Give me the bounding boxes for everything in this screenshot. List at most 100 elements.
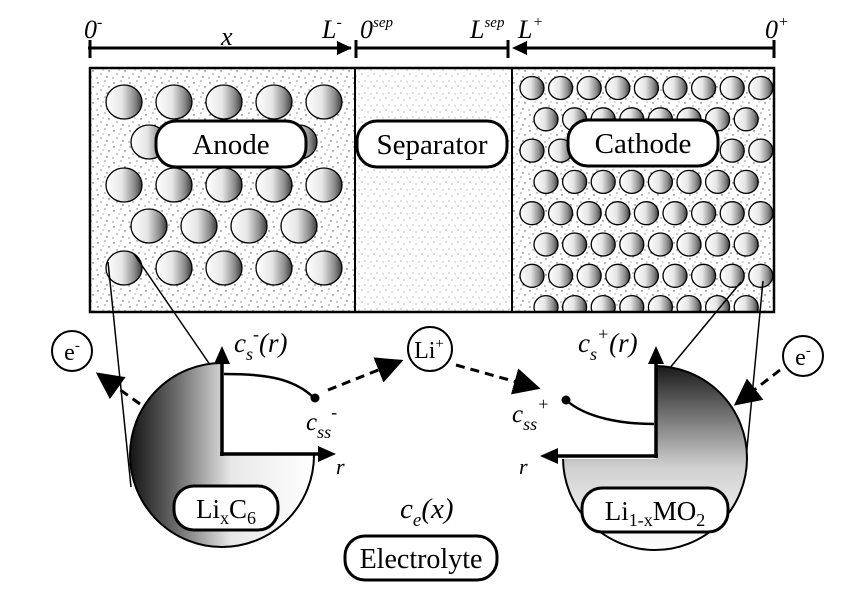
anode-conc-profile [223, 372, 315, 399]
cathode-particle [690, 75, 717, 101]
electron-left-circle [51, 330, 93, 372]
cathode-particle [633, 75, 660, 101]
label-zero-minus: 0- [84, 14, 102, 44]
anode-particle [105, 84, 143, 120]
anode-particle [205, 167, 243, 203]
electron-right: e- [782, 335, 824, 377]
cathode-particle [605, 75, 631, 101]
anode-zoom-line-right [133, 253, 216, 373]
anode-particle [255, 167, 293, 203]
electrolyte-conc-label: ce(x) [400, 493, 454, 531]
cathode-particle [619, 232, 645, 257]
lithium-ion-label: Li+ [414, 336, 444, 364]
cathode-label-text: Cathode [595, 128, 692, 160]
cathode-particle [576, 263, 602, 288]
cathode-particle [690, 201, 717, 226]
anode-particle [305, 250, 343, 286]
cathode-surface-conc-label: css+ [512, 394, 549, 434]
anode-material-label: LixC6 [196, 494, 256, 528]
cathode-particle [647, 294, 674, 312]
anode-conc-label: cs-(r) [234, 324, 288, 364]
cathode-particle [748, 138, 774, 163]
anode-surface-point [310, 393, 320, 403]
cathode-particle [719, 263, 745, 288]
cathode-particle [733, 232, 759, 257]
anode-r-label: r [336, 454, 345, 479]
cathode-particle [519, 263, 545, 288]
anode-particle [105, 250, 143, 286]
electron-left-label: e- [64, 338, 80, 366]
cathode-particle [576, 201, 602, 226]
cathode-particle [590, 294, 616, 312]
anode-particle [305, 167, 343, 203]
cathode-particle-zoom: cs+(r) css+ r Li1-xMO2 [512, 324, 748, 551]
anode-particle [305, 84, 343, 120]
anode-particle [130, 208, 168, 244]
anode-particle [280, 208, 318, 244]
cathode-surface-point [561, 395, 571, 405]
cathode-length-arrowhead [512, 41, 527, 55]
cathode-particle [547, 201, 574, 226]
cathode-particle [647, 232, 674, 257]
anode-particle-zoom: cs-(r) css- r LixC6 [129, 324, 345, 548]
anode-r-axis-arrowhead [318, 446, 336, 462]
cathode-conc-axis-arrowhead [648, 346, 664, 364]
cathode-particle [519, 138, 545, 163]
separator-region [355, 68, 512, 312]
electrolyte-label-text: Electrolyte [360, 544, 483, 575]
cathode-material-label: Li1-xMO2 [605, 496, 706, 530]
cathode-particle [704, 232, 731, 257]
electron-left: e- [51, 330, 93, 372]
electron-in-arrow [733, 368, 781, 406]
cathode-particle [676, 232, 702, 257]
cathode-particle [519, 201, 545, 226]
lithium-ion: Li+ [407, 326, 453, 372]
cathode-particle [547, 75, 574, 101]
cathode-particle [748, 75, 774, 101]
cathode-particle [662, 263, 688, 288]
cathode-particle [676, 169, 702, 195]
separator-label-box [355, 119, 509, 169]
cathode-particle [533, 169, 559, 195]
anode-particle [155, 250, 193, 286]
cathode-particle [719, 138, 745, 163]
cathode-particle [590, 232, 616, 257]
cathode-particle [704, 169, 731, 195]
anode-label-box [154, 119, 308, 169]
cathode-particle [547, 263, 574, 288]
cathode-particle [748, 263, 774, 288]
cathode-particle [748, 201, 774, 226]
cathode-conc-label: cs+(r) [578, 324, 638, 364]
cathode-particle [633, 201, 660, 226]
cathode-particle [533, 107, 559, 132]
anode-material-box [172, 484, 280, 532]
cell-body: Anode Separator Cathode [88, 66, 776, 314]
anode-particle [205, 250, 243, 286]
cathode-label-box [566, 118, 720, 168]
cathode-particle [662, 201, 688, 226]
cathode-particle [647, 169, 674, 195]
cathode-particle [704, 294, 731, 312]
anode-particle [255, 84, 293, 120]
electrolyte: ce(x) Electrolyte [343, 493, 499, 582]
cathode-particle [619, 169, 645, 195]
cathode-particle [590, 169, 616, 195]
anode-particle [255, 250, 293, 286]
anode-particle [155, 167, 193, 203]
cathode-particle [733, 107, 759, 132]
cell-outline [88, 66, 776, 314]
electrolyte-label-box [343, 534, 499, 582]
cathode-particle [533, 294, 559, 312]
label-l-plus: L+ [517, 14, 543, 44]
electron-out-arrow [95, 372, 141, 406]
separator-label-text: Separator [376, 129, 487, 161]
electron-right-label: e- [795, 343, 811, 371]
separator-label: Separator [355, 119, 509, 169]
anode-conc-axis-arrowhead [214, 346, 230, 364]
cathode-particle [605, 201, 631, 226]
cathode-label: Cathode [566, 118, 720, 168]
cathode-particle [561, 169, 588, 195]
label-l-minus: L- [321, 14, 342, 44]
